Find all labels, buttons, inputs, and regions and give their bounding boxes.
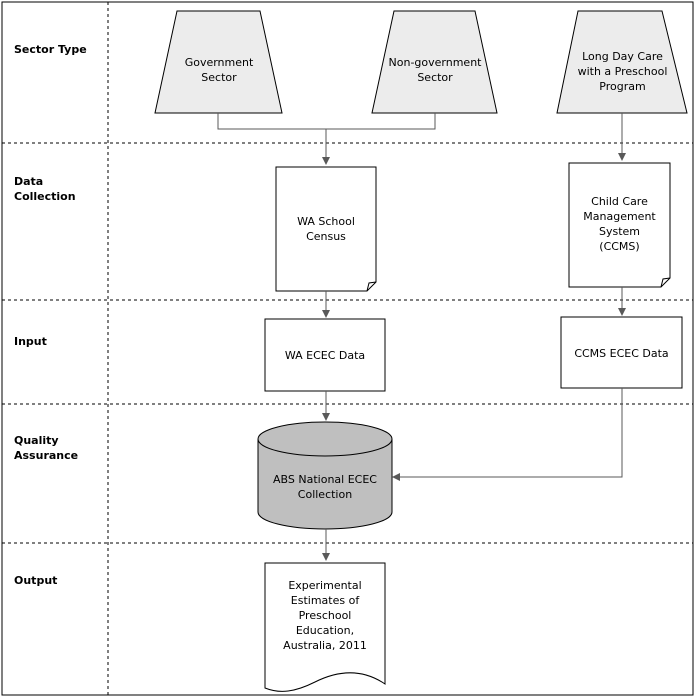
row-label-sector-type: Sector Type — [14, 43, 87, 56]
non-government-sector-shape — [371, 10, 498, 114]
ccms-shape — [568, 162, 671, 288]
abs-collection-shape — [257, 421, 393, 530]
wa-ecec-data-shape — [264, 318, 386, 392]
wa-school-census-shape — [275, 166, 377, 292]
ccms-ecec-data-label: CCMS ECEC Data — [574, 346, 669, 360]
wa-ecec-data-label: WA ECEC Data — [284, 348, 366, 362]
row-label-output: Output — [14, 574, 58, 587]
row-separators — [2, 142, 693, 544]
experimental-estimates-shape — [264, 562, 386, 692]
government-sector-shape — [154, 10, 283, 114]
row-label-quality-assurance: Quality Assurance — [14, 434, 79, 462]
long-day-care-shape — [556, 10, 688, 114]
ccms-ecec-data-shape — [560, 316, 683, 389]
row-label-input: Input — [14, 335, 47, 348]
row-label-data-collection: Data Collection — [14, 175, 76, 203]
sector-connectors — [217, 113, 626, 165]
